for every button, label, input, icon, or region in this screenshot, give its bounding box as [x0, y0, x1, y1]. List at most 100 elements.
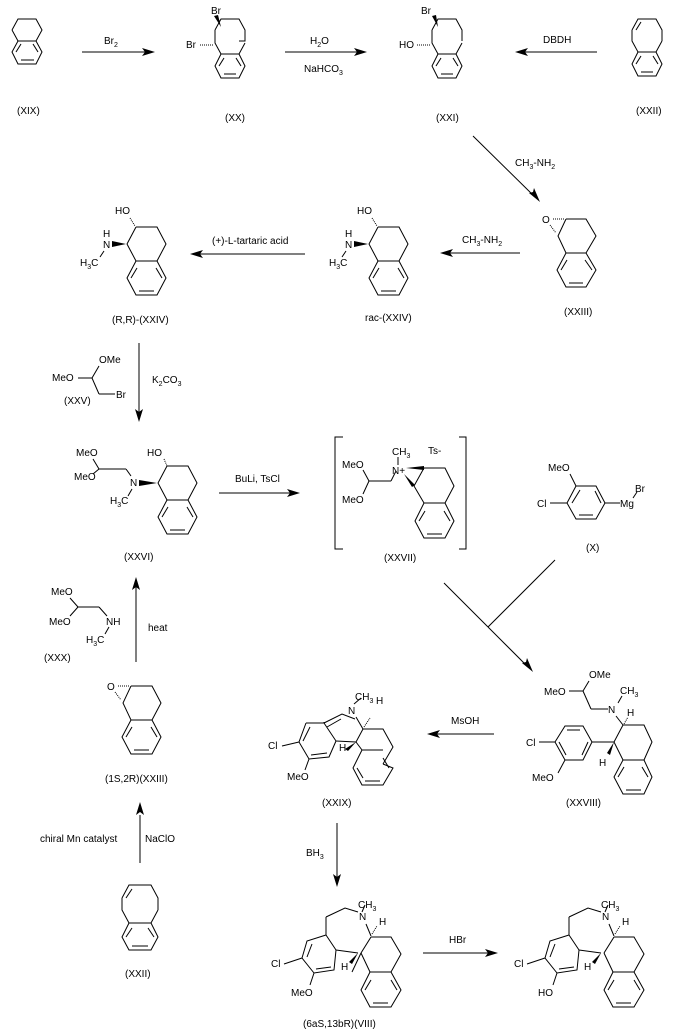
compound-xxiii: O (XXIII) [542, 215, 597, 318]
compound-xxvii: CH3 Ts- N+ MeO MeO (XXVII) [334, 436, 467, 564]
xxviii-cl: Cl [526, 738, 535, 749]
arrow-dbdh: DBDH [515, 35, 597, 56]
xxix-n: N [348, 706, 355, 717]
arrow-tartaric: (+)-L-tartaric acid [190, 236, 305, 258]
compound-final: CH3 N H H Cl HO [514, 900, 645, 1008]
rac-xxiv-ho: HO [357, 206, 372, 217]
reagent-msoh: MsOH [451, 716, 479, 727]
label-rac-xxiv: rac-(XXIV) [365, 313, 412, 324]
arrow-xxi-to-xxiii: CH3-NH2 [472, 135, 555, 202]
xxviii-meo-bottom: MeO [532, 773, 554, 784]
x-mg: Mg [620, 499, 634, 510]
xxx-nh: NH [106, 617, 120, 628]
reagent-mn-catalyst: chiral Mn catalyst [40, 834, 117, 845]
label-xxvi: (XXVI) [124, 552, 153, 563]
final-h-top: H [622, 917, 629, 928]
compound-viii: CH3 N H H Cl MeO (6aS,13bR)(VIII) [271, 900, 402, 1030]
reagent-naclo: NaClO [145, 834, 175, 845]
xxvi-h3c: H3C [110, 496, 128, 509]
compound-xxii-bottom: (XXII) [121, 884, 159, 980]
label-xxvii: (XXVII) [384, 553, 416, 564]
xxi-br: Br [421, 6, 432, 17]
xx-br-side: Br [186, 40, 197, 51]
viii-h-top: H [379, 917, 386, 928]
xxvii-n-plus: N+ [392, 466, 405, 477]
label-xxix: (XXIX) [322, 798, 351, 809]
compound-xxx: MeO MeO NH H3C (XXX) [44, 587, 120, 664]
arrow-bh3: BH3 [306, 823, 341, 887]
reagent-bh3: BH3 [306, 848, 324, 861]
reagent-ch3nh2-a: CH3-NH2 [515, 158, 555, 171]
compound-rac-xxiv: HO H N H3C rac-(XXIV) [329, 206, 412, 324]
xxix-cl: Cl [268, 741, 277, 752]
label-viii: (6aS,13bR)(VIII) [303, 1019, 376, 1030]
label-xix: (XIX) [17, 106, 40, 117]
xxi-ho: HO [399, 40, 414, 51]
arrow-h2o: H2O NaHCO3 [285, 36, 367, 77]
arrow-k2co3: K2CO3 [135, 343, 182, 422]
label-xxi: (XXI) [436, 113, 459, 124]
compound-x: MeO Cl Mg Br (X) [537, 463, 646, 554]
xxix-ch3: CH3 [355, 692, 373, 705]
xxvii-meo-bottom: MeO [342, 495, 364, 506]
label-xxv: (XXV) [64, 396, 91, 407]
xxvii-meo-top: MeO [342, 460, 364, 471]
xxviii-h-top: H [627, 708, 634, 719]
xxx-meo-top: MeO [51, 587, 73, 598]
label-xxviii: (XXVIII) [566, 798, 601, 809]
reagent-k2co3: K2CO3 [152, 375, 182, 388]
reagent-br2: Br2 [104, 36, 118, 49]
rac-xxiv-h3c: H3C [329, 258, 347, 271]
rac-xxiv-n: N [345, 240, 352, 251]
final-ho: HO [538, 988, 553, 999]
xxiii-o: O [542, 215, 550, 226]
arrow-msoh: MsOH [427, 716, 494, 738]
arrow-buli: BuLi, TsCl [219, 474, 300, 497]
rr-xxiv-ho: HO [115, 206, 130, 217]
final-h-bottom: H [584, 962, 591, 973]
viii-cl: Cl [271, 959, 280, 970]
xxvii-ch3: CH3 [392, 447, 410, 460]
xxix-meo: MeO [287, 772, 309, 783]
reagent-buli: BuLi, TsCl [235, 474, 280, 485]
reagent-dbdh: DBDH [543, 35, 571, 46]
compound-xx: Br Br (XX) [186, 6, 246, 124]
xxvi-n: N [130, 478, 137, 489]
xxx-meo-bottom: MeO [49, 617, 71, 628]
reagent-tartaric: (+)-L-tartaric acid [212, 236, 288, 247]
reagent-h2o: H2O [310, 36, 329, 49]
compound-xxvi: MeO MeO N H3C HO (XXVI) [74, 448, 198, 563]
xxviii-n: N [608, 705, 615, 716]
xxix-h-bottom: H [339, 743, 346, 754]
final-cl: Cl [514, 959, 523, 970]
arrow-naclo: chiral Mn catalyst NaClO [40, 802, 175, 863]
rr-xxiv-h3c: H3C [80, 258, 98, 271]
x-br: Br [635, 484, 646, 495]
compound-xxviii: OMe MeO N CH3 H H Cl MeO (XXVIII) [526, 670, 653, 809]
label-xxii-top: (XXII) [636, 106, 662, 117]
label-1s2r-xxiii: (1S,2R)(XXIII) [105, 774, 168, 785]
viii-n: N [359, 912, 366, 923]
xxviii-ch3: CH3 [620, 686, 638, 699]
rac-xxiv-h: H [345, 229, 352, 240]
reagent-nahco3: NaHCO3 [304, 64, 343, 77]
reagent-ch3nh2-b: CH3-NH2 [462, 235, 502, 248]
x-meo: MeO [548, 463, 570, 474]
compound-xxv: OMe MeO Br (XXV) [52, 355, 127, 407]
reagent-heat: heat [148, 623, 168, 634]
label-x: (X) [586, 543, 599, 554]
x-cl: Cl [537, 499, 546, 510]
s-r-xxiii-o: O [107, 682, 115, 693]
xxv-ome: OMe [99, 355, 121, 366]
arrow-heat: heat [132, 577, 168, 662]
final-n: N [602, 912, 609, 923]
label-xx: (XX) [225, 113, 245, 124]
arrow-ch3nh2-b: CH3-NH2 [440, 235, 520, 257]
xxviii-h-bottom: H [599, 758, 606, 769]
compound-xix: (XIX) [11, 18, 43, 117]
viii-meo: MeO [291, 988, 313, 999]
rr-xxiv-h: H [103, 229, 110, 240]
xxviii-ome: OMe [589, 670, 611, 681]
rr-xxiv-n: N [103, 240, 110, 251]
